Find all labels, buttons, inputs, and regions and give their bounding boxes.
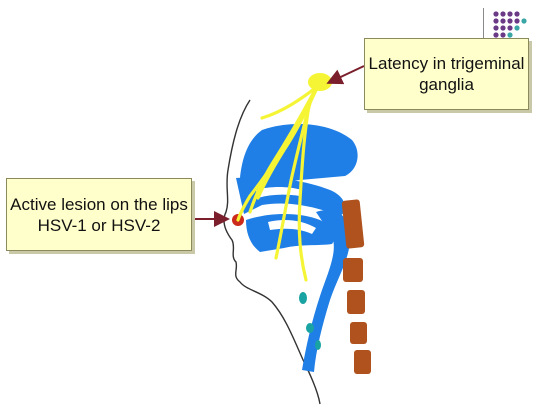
palate-region bbox=[246, 214, 334, 252]
trigeminal-ganglion bbox=[308, 73, 332, 91]
lesion-callout: Active lesion on the lips HSV-1 or HSV-2 bbox=[6, 178, 192, 251]
latency-arrow-icon bbox=[330, 66, 364, 82]
cervical-vertebrae bbox=[342, 199, 371, 374]
latency-callout: Latency in trigeminal ganglia bbox=[364, 38, 529, 110]
